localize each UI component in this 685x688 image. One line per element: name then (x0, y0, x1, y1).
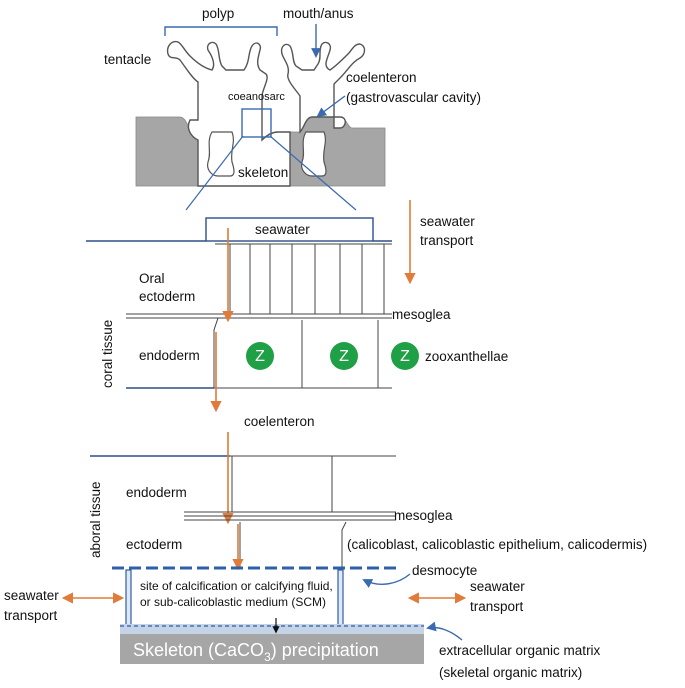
left-polyp-body (166, 40, 291, 187)
oral-ectoderm-2: ectoderm (139, 289, 195, 304)
left-transport-1: seawater (4, 588, 59, 603)
mesoglea-upper-label: mesoglea (392, 307, 451, 322)
polyp-label: polyp (202, 6, 234, 21)
zooxanthellae-label: zooxanthellae (425, 349, 508, 364)
oral-ectoderm-1: Oral (139, 271, 165, 286)
svg-text:Z: Z (339, 348, 349, 365)
desmocyte-label: desmocyte (412, 563, 477, 578)
svg-text:Z: Z (255, 348, 265, 365)
scm-line-1: site of calcification or calcifying flui… (140, 579, 333, 593)
coelenteron-top-label: coelenteron (346, 70, 417, 85)
svg-text:Z: Z (400, 348, 410, 365)
coelenteron-arrow (316, 95, 346, 118)
oral-endoderm-cells (213, 317, 392, 389)
zoox-1: Z (246, 342, 274, 370)
seawater-box (205, 217, 374, 242)
seawater-label: seawater (255, 222, 310, 237)
organic-matrix-1: extracellular organic matrix (439, 643, 601, 658)
desmocyte-arrow (362, 573, 411, 588)
aboral-tissue-section: endoderm mesoglea ectoderm (calicoblast,… (4, 432, 647, 680)
seawater-transport-1: seawater (420, 214, 475, 229)
coelenteron-top-sub: (gastrovascular cavity) (346, 90, 481, 105)
ectoderm-lower-label: ectoderm (126, 537, 182, 552)
zoom-line-right (269, 135, 357, 211)
zoox-2: Z (330, 342, 358, 370)
endoderm-lower-label: endoderm (126, 485, 187, 500)
right-transport-2: transport (470, 599, 524, 614)
skeleton-label: skeleton (238, 165, 288, 180)
coenosarc-label: coeanosarc (228, 91, 285, 103)
aboral-tissue-label: aboral tissue (88, 481, 103, 558)
zoom-line-left (185, 135, 244, 211)
mouth-anus-label: mouth/anus (283, 6, 354, 21)
right-polyp-stem (301, 131, 327, 177)
oral-tissue-section: seawater seawater transport Oral ectoder… (86, 200, 508, 429)
coelenteron-mid-label: coelenteron (244, 414, 315, 429)
seawater-transport-2: transport (420, 233, 474, 248)
organic-matrix-2: (skeletal organic matrix) (439, 665, 582, 680)
skeleton-precip-label: Skeleton (CaCO3) precipitation (133, 640, 379, 664)
left-polyp-stem (207, 131, 235, 177)
aboral-endoderm-cells (184, 456, 396, 513)
polyp-bracket (164, 26, 278, 36)
endoderm-upper-label: endoderm (139, 348, 200, 363)
coenosarc-box (241, 108, 272, 138)
mesoglea-lower-label: mesoglea (394, 508, 453, 523)
skeleton-precipitation-bar (120, 634, 424, 664)
organic-matrix-band (120, 624, 424, 634)
oral-ectoderm-cells (215, 243, 392, 314)
coral-tissue-label: coral tissue (100, 320, 115, 388)
polyp-diagram: polyp mouth/anus tentacle coeanosarc coe… (104, 6, 481, 211)
left-transport-2: transport (4, 608, 58, 623)
calicoblast-note: (calicoblast, calicoblastic epithelium, … (347, 537, 647, 552)
aboral-ectoderm-cells (239, 521, 347, 568)
right-polyp-body (280, 41, 366, 134)
zoox-3: Z (391, 342, 419, 370)
organic-matrix-arrow (426, 621, 463, 641)
tentacle-label: tentacle (104, 52, 151, 67)
scm-line-2: or sub-calicoblastic medium (SCM) (140, 595, 326, 609)
right-transport-1: seawater (470, 579, 525, 594)
